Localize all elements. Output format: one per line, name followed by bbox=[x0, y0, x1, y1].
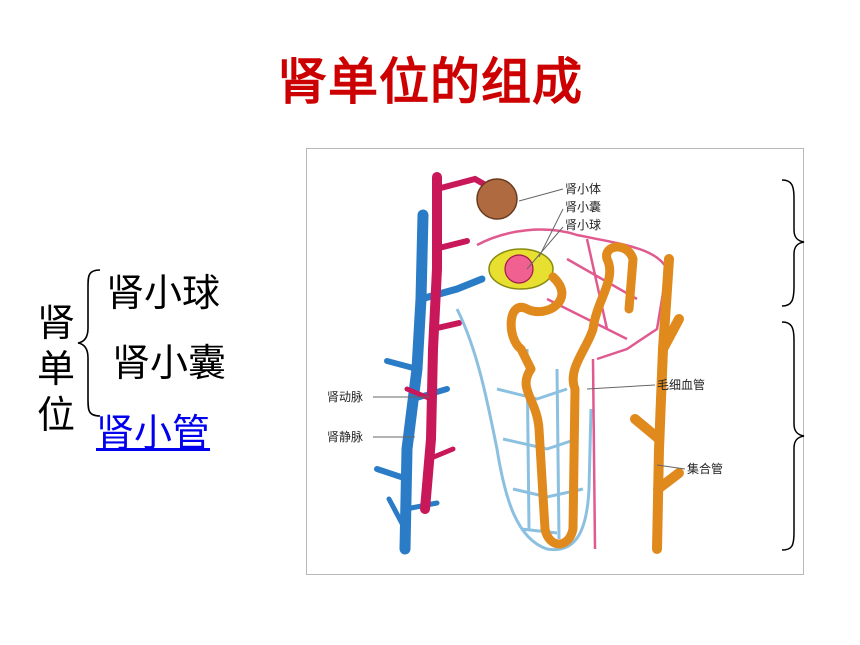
label-collecting-duct: 集合管 bbox=[687, 461, 723, 476]
collecting-duct bbox=[630, 254, 684, 554]
nephron-label-text: 肾单位 bbox=[36, 301, 75, 437]
label-renal-artery: 肾动脉 bbox=[327, 389, 363, 404]
part-tubule-link[interactable]: 肾小管 bbox=[96, 411, 211, 455]
part-capsule: 肾小囊 bbox=[112, 341, 227, 385]
renal-corpuscle-shape bbox=[476, 178, 518, 220]
page-title: 肾单位的组成 bbox=[277, 53, 583, 111]
right-brace-lower bbox=[781, 321, 805, 551]
label-renal-corpuscle: 肾小体 bbox=[565, 182, 601, 196]
nephron-diagram: 肾小体 肾小囊 肾小球 肾动脉 肾静脉 毛细血管 集合管 bbox=[327, 172, 723, 555]
nephron-label: 肾单位 bbox=[34, 300, 78, 438]
capillary-network-blue bbox=[455, 308, 593, 552]
label-capsule: 肾小囊 bbox=[565, 199, 601, 214]
part-glomerulus: 肾小球 bbox=[106, 271, 221, 315]
glomerulus-shape bbox=[504, 254, 534, 284]
label-renal-vein: 肾静脉 bbox=[327, 429, 363, 444]
right-brace-upper bbox=[781, 179, 805, 307]
label-capillaries: 毛细血管 bbox=[657, 377, 705, 392]
label-leaders bbox=[373, 188, 686, 470]
left-brace bbox=[77, 269, 101, 417]
renal-tubule bbox=[506, 242, 638, 549]
label-glomerulus: 肾小球 bbox=[565, 218, 601, 232]
nephron-figure: 肾小体 肾小囊 肾小球 肾动脉 肾静脉 毛细血管 集合管 bbox=[306, 148, 804, 575]
